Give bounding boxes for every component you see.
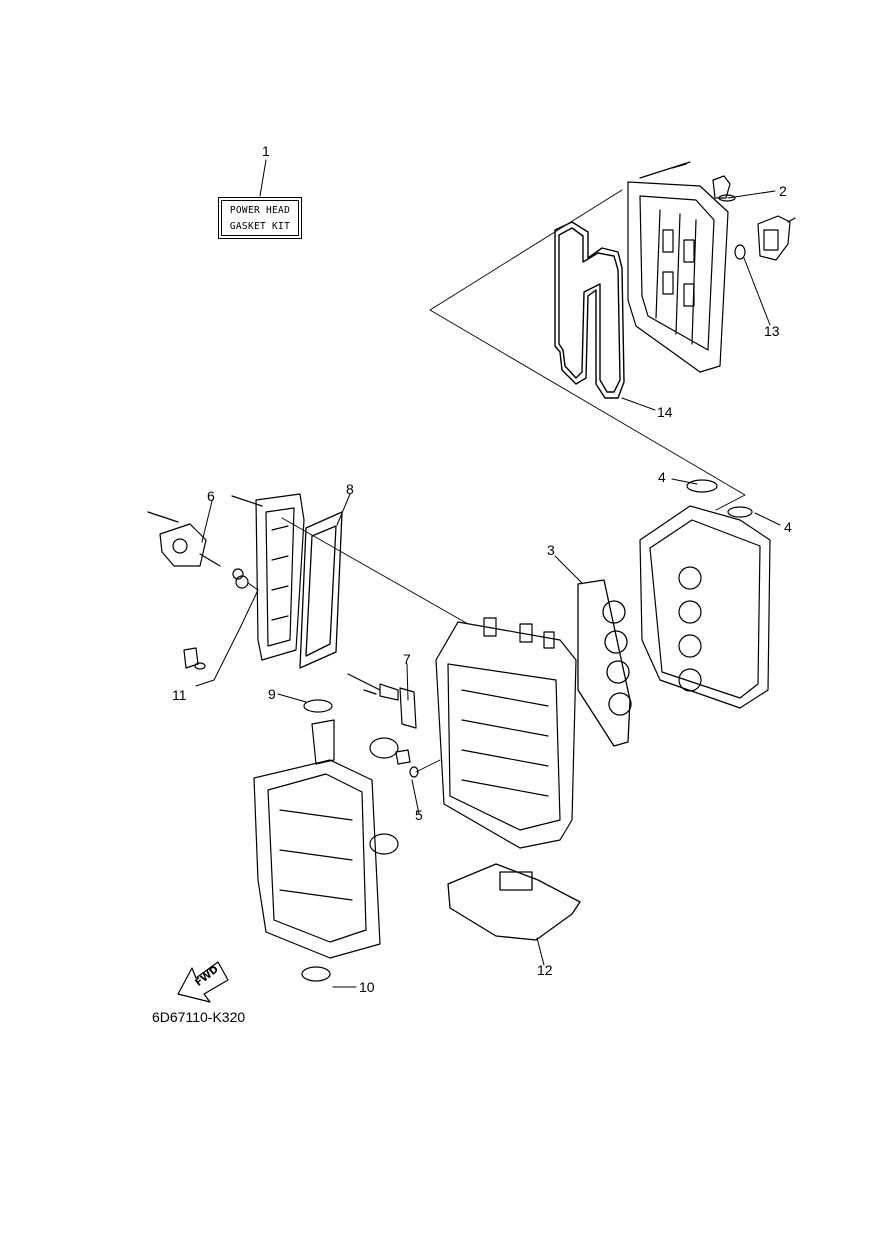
callout-4b: 4: [784, 519, 792, 535]
cover-gasket: [554, 221, 625, 399]
fitting-11: [183, 647, 206, 670]
callout-4a: 4: [658, 469, 666, 485]
kit-label-line2: GASKET KIT: [229, 221, 291, 232]
callout-3: 3: [547, 542, 555, 558]
o-ring-13: [734, 244, 746, 260]
reference-code: 6D67110-K320: [152, 1009, 246, 1025]
base-gasket: [447, 863, 581, 941]
leader-lines: [195, 159, 781, 988]
callout-14: 14: [657, 404, 673, 420]
callout-12: 12: [537, 962, 553, 978]
side-plate: [231, 493, 305, 661]
cylinder-block: [435, 617, 577, 849]
thermostat-cover: [147, 511, 249, 589]
crankcase: [253, 699, 399, 982]
sensor-assembly: [757, 215, 796, 261]
callout-5: 5: [415, 807, 423, 823]
bolt-5: [395, 749, 419, 778]
callout-13: 13: [764, 323, 780, 339]
callout-1: 1: [262, 143, 270, 159]
head-gasket: [577, 579, 632, 747]
callout-9: 9: [268, 686, 276, 702]
gasket-kit-label: POWER HEAD GASKET KIT: [218, 197, 302, 239]
callout-8: 8: [346, 481, 354, 497]
callout-11: 11: [172, 687, 187, 703]
temperature-sensor: [347, 673, 417, 729]
callout-6: 6: [207, 488, 215, 504]
callout-7: 7: [403, 651, 411, 667]
side-gasket: [299, 511, 343, 669]
kit-label-line1: POWER HEAD: [229, 205, 291, 216]
fwd-arrow-icon: [177, 961, 229, 1003]
cylinder-head: [639, 479, 771, 709]
oil-plug: [712, 175, 736, 202]
callout-2: 2: [779, 183, 787, 199]
callout-10: 10: [359, 979, 375, 995]
top-cover-plate: [627, 161, 729, 373]
